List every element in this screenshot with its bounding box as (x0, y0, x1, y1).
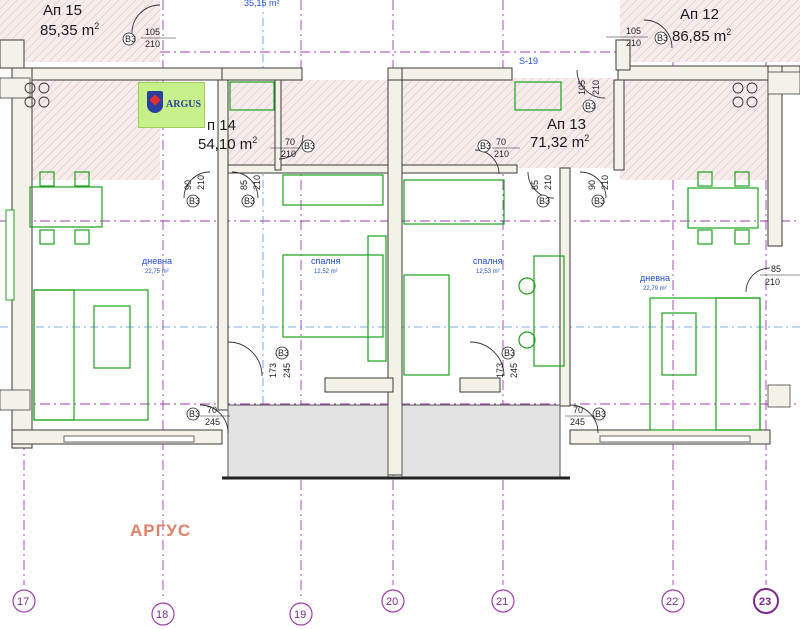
door-type: B3 (480, 141, 491, 151)
apartment-label: п 14 (207, 117, 236, 134)
furniture (24, 81, 761, 431)
watermark-text: АРГУС (130, 521, 192, 540)
room-name: дневна (142, 256, 172, 266)
door-height: 210 (626, 38, 641, 48)
door-height: 210 (145, 39, 160, 49)
argus-logo: ARGUS (138, 82, 205, 128)
apartment-area: 54,10 m2 (198, 135, 257, 153)
logo-text: ARGUS (166, 99, 202, 110)
axis-markers: 17 18 19 20 21 22 23 (12, 588, 779, 626)
door-height: 210 (196, 175, 206, 190)
door-type: B3 (189, 409, 200, 419)
apartment-area: 85,35 m2 (40, 21, 99, 39)
room-area: 12,53 m² (476, 269, 500, 275)
door-width: 70 (207, 405, 217, 415)
door-height: 245 (205, 417, 220, 427)
door-type: B3 (585, 101, 596, 111)
door-height: 210 (543, 175, 553, 190)
door-type: B3 (304, 141, 315, 151)
axis-label: 23 (759, 596, 771, 608)
windows (0, 71, 800, 443)
door-type: B3 (595, 409, 606, 419)
hatched-areas (0, 0, 800, 180)
door-type: B3 (125, 34, 136, 44)
room-labels: дневна 22,75 m² спалня 12,52 m² спалня 1… (142, 256, 670, 292)
door-type: B3 (189, 196, 200, 206)
axis-label: 19 (294, 609, 306, 621)
room-name: дневна (640, 273, 670, 283)
door-height: 210 (281, 149, 296, 159)
apartment-area: 86,85 m2 (672, 27, 731, 45)
door-height: 245 (509, 363, 519, 378)
apartment-labels: Ап 15 85,35 m2 Ап 12 86,85 m2 п 14 54,10… (40, 0, 731, 153)
door-tags: B3 105 210 B3 105 210 B3 70 210 B3 105 2… (122, 26, 800, 427)
room-area: 22,75 m² (145, 269, 169, 275)
room-area: 22,79 m² (643, 286, 667, 292)
door-width: 85 (239, 180, 249, 190)
door-width: 105 (145, 27, 160, 37)
door-type: B3 (594, 196, 605, 206)
door-height: 210 (494, 149, 509, 159)
door-width: 105 (626, 26, 641, 36)
door-height: 245 (282, 363, 292, 378)
axis-label: 17 (17, 596, 29, 608)
door-width: 85 (771, 264, 781, 274)
door-height: 210 (252, 175, 262, 190)
apartment-label: Ап 13 (547, 116, 586, 133)
door-width: 90 (183, 180, 193, 190)
door-width: 105 (577, 80, 587, 95)
door-height: 210 (765, 277, 780, 287)
door-type: B3 (278, 348, 289, 358)
axis-label: 22 (666, 596, 678, 608)
door-width: 173 (268, 363, 278, 378)
apartment-area: 71,32 m2 (530, 133, 589, 151)
section-label: S-19 (519, 56, 538, 66)
door-height: 210 (600, 175, 610, 190)
door-width: 70 (496, 137, 506, 147)
door-width: 85 (530, 180, 540, 190)
shield-icon (147, 91, 163, 113)
door-type: B3 (539, 196, 550, 206)
balcony (222, 404, 570, 480)
top-area-fragment: 35,15 m² (244, 0, 280, 8)
door-type: B3 (504, 348, 515, 358)
door-width: 70 (285, 137, 295, 147)
door-type: B3 (657, 33, 668, 43)
door-height: 210 (591, 80, 601, 95)
door-swings (131, 4, 771, 434)
room-area: 12,52 m² (314, 269, 338, 275)
apartment-label: Ап 12 (680, 6, 719, 23)
apartment-label: Ап 15 (43, 2, 82, 19)
door-type: B3 (244, 196, 255, 206)
axis-label: 18 (156, 609, 168, 621)
door-height: 245 (570, 417, 585, 427)
room-name: спалня (473, 256, 503, 266)
room-name: спалня (311, 256, 341, 266)
door-width: 70 (573, 405, 583, 415)
axis-label: 20 (386, 596, 398, 608)
axis-label: 21 (496, 596, 508, 608)
door-width: 90 (587, 180, 597, 190)
door-width: 173 (495, 363, 505, 378)
